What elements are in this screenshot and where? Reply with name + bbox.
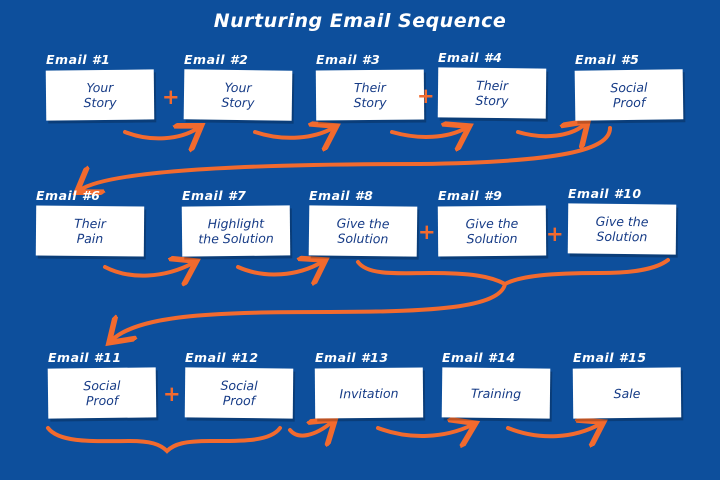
- email-card: Training: [441, 367, 551, 419]
- email-label: Email #11: [48, 350, 122, 365]
- email-label: Email #1: [46, 52, 111, 67]
- email-label: Email #3: [316, 52, 381, 67]
- arrow-4-5: [516, 124, 585, 136]
- plus-8-9: +: [418, 220, 436, 244]
- email-label: Email #5: [575, 52, 640, 67]
- email-card: Sale: [572, 367, 682, 419]
- arrow-6-7: [103, 263, 193, 276]
- email-label: Email #9: [438, 188, 503, 203]
- arrow-7-8: [236, 262, 322, 274]
- email-label: Email #10: [568, 186, 642, 201]
- plus-3-4: +: [417, 84, 435, 108]
- arrow-2-3: [253, 128, 333, 138]
- email-label: Email #12: [185, 350, 259, 365]
- email-label: Email #6: [36, 188, 101, 203]
- arrow-5-6: [80, 126, 612, 190]
- arrow-1-2: [123, 128, 198, 138]
- arrow-3-4: [390, 128, 466, 137]
- arrow-12-13: [288, 422, 332, 436]
- diagram-title: Nurturing Email Sequence: [213, 10, 507, 32]
- email-step-13: Email #13 Invitation: [314, 350, 443, 450]
- arrow-14-15: [506, 424, 600, 436]
- plus-11-12: +: [163, 382, 181, 406]
- email-step-15: Email #15 Sale: [572, 350, 701, 450]
- email-step-14: Email #14 Training: [441, 350, 570, 450]
- plus-9-10: +: [546, 222, 564, 246]
- brace-11-12: [46, 426, 282, 454]
- email-label: Email #4: [438, 50, 503, 65]
- email-label: Email #14: [442, 350, 516, 365]
- email-label: Email #15: [573, 350, 647, 365]
- email-card: Invitation: [314, 367, 424, 419]
- arrow-13-14: [376, 425, 472, 436]
- arrow-10-11: [112, 282, 507, 340]
- plus-1-2: +: [162, 85, 180, 109]
- email-label: Email #2: [184, 52, 249, 67]
- email-label: Email #8: [309, 188, 374, 203]
- email-label: Email #13: [315, 350, 389, 365]
- email-label: Email #7: [182, 188, 247, 203]
